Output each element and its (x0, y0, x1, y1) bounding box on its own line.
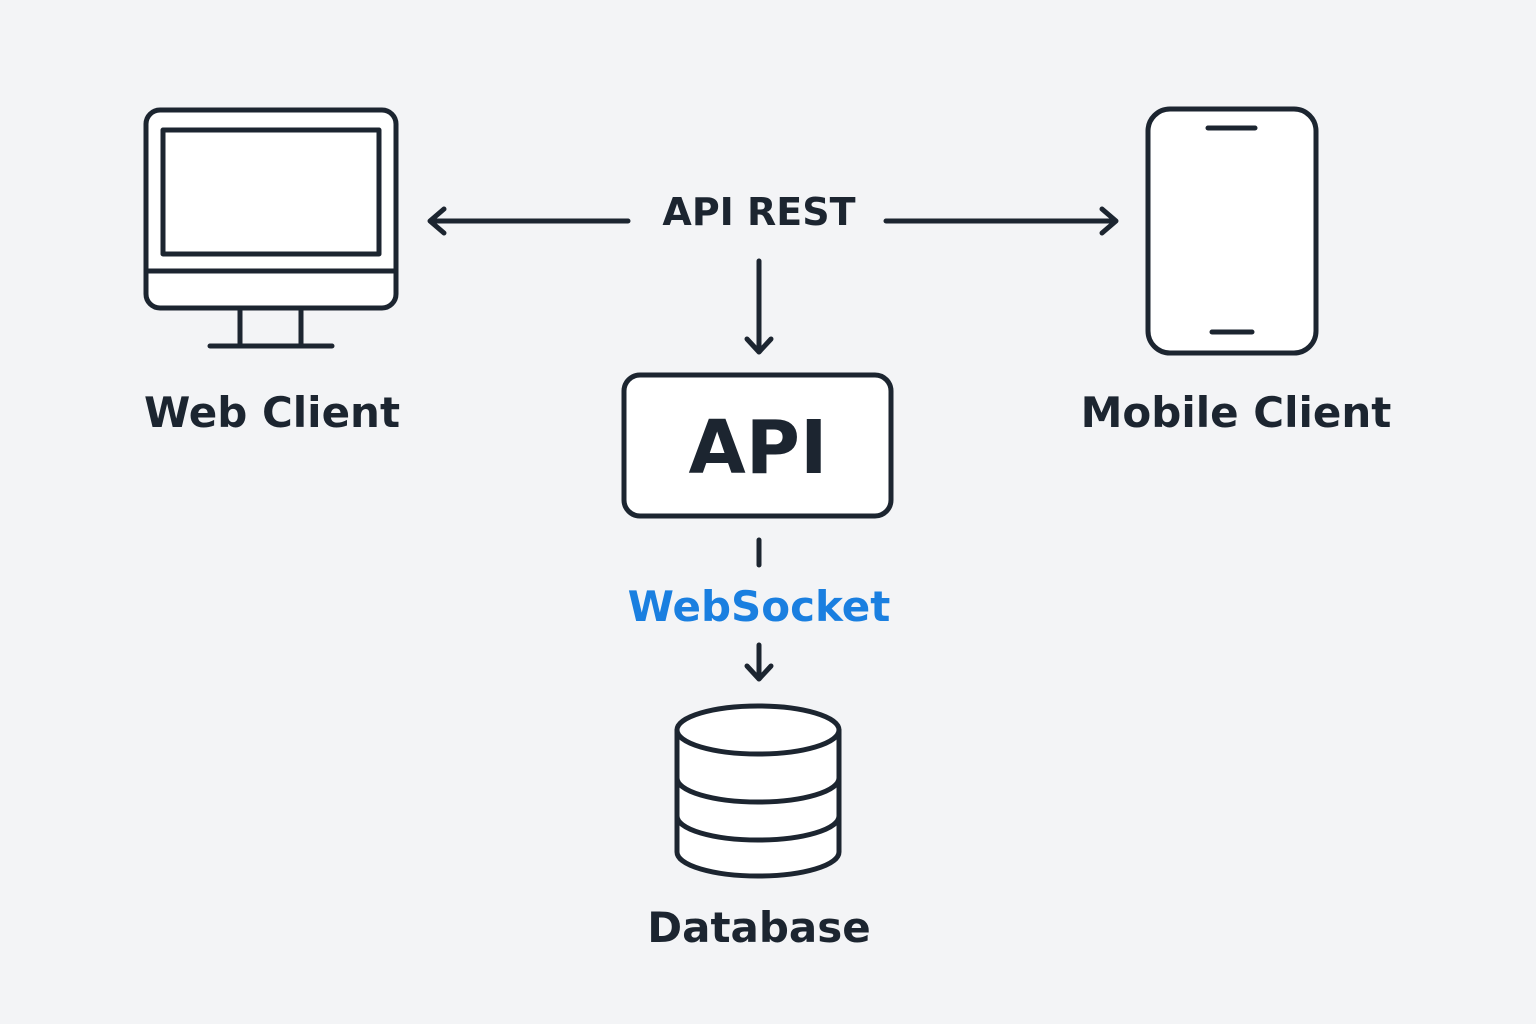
smartphone-icon (1145, 106, 1319, 356)
arrow-to-web-client (427, 206, 631, 236)
api-box (621, 372, 894, 519)
arrow-to-mobile-client (883, 206, 1119, 236)
websocket-label: WebSocket (628, 582, 891, 631)
database-cylinder-icon (674, 703, 842, 879)
mobile-client-label: Mobile Client (1081, 388, 1392, 437)
rest-label: API REST (662, 190, 855, 234)
arrow-to-database (744, 642, 774, 682)
arrow-to-api (744, 258, 774, 355)
web-client-label: Web Client (144, 388, 400, 437)
database-label: Database (647, 903, 871, 952)
desktop-monitor-icon (143, 107, 399, 349)
api-label: API (688, 405, 827, 491)
